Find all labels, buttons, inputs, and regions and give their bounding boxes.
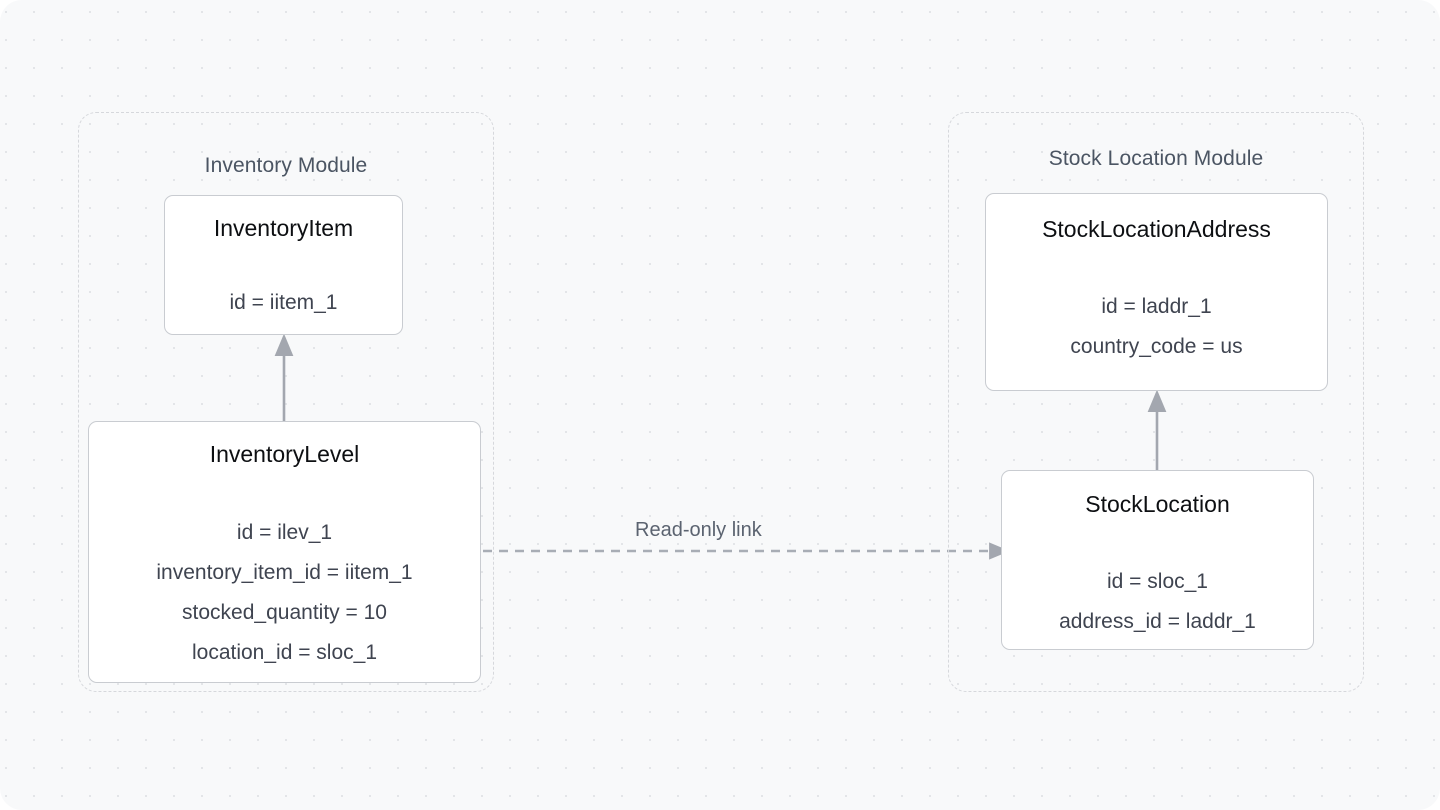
node-attr: id = iitem_1 (229, 291, 338, 314)
node-title-inventory-item: InventoryItem (213, 215, 354, 241)
node-attrs-inventory-level: id = ilev_1 inventory_item_id = iitem_1 … (156, 513, 412, 673)
node-title-stock-location-address: StockLocationAddress (1042, 216, 1271, 242)
node-attr: inventory_item_id = iitem_1 (156, 561, 413, 584)
node-attr: id = ilev_1 (236, 521, 333, 544)
module-label-stock-location: Stock Location Module (1048, 147, 1264, 170)
node-stock-location-address[interactable]: StockLocationAddress id = laddr_1 countr… (985, 193, 1328, 391)
node-title-stock-location: StockLocation (1085, 491, 1230, 517)
node-attr: id = sloc_1 (1107, 570, 1208, 593)
node-attrs-stock-location: id = sloc_1 address_id = laddr_1 (1059, 562, 1256, 642)
module-group-inventory[interactable]: Inventory Module (78, 112, 494, 692)
module-group-stock-location[interactable]: Stock Location Module (948, 112, 1364, 692)
node-attrs-inventory-item: id = iitem_1 (230, 283, 338, 323)
node-attr: stocked_quantity = 10 (182, 601, 387, 624)
node-attr: address_id = laddr_1 (1059, 610, 1256, 633)
node-inventory-level[interactable]: InventoryLevel id = ilev_1 inventory_ite… (88, 421, 481, 683)
node-attr: country_code = us (1070, 335, 1243, 358)
node-attrs-stock-location-address: id = laddr_1 country_code = us (1070, 287, 1242, 367)
module-label-inventory: Inventory Module (204, 154, 368, 177)
node-title-inventory-level: InventoryLevel (209, 441, 360, 467)
edge-label-read-only-link: Read-only link (635, 519, 762, 541)
node-attr: id = laddr_1 (1101, 295, 1212, 318)
node-inventory-item[interactable]: InventoryItem id = iitem_1 (164, 195, 403, 335)
node-stock-location[interactable]: StockLocation id = sloc_1 address_id = l… (1001, 470, 1314, 650)
node-attr: location_id = sloc_1 (191, 641, 378, 664)
